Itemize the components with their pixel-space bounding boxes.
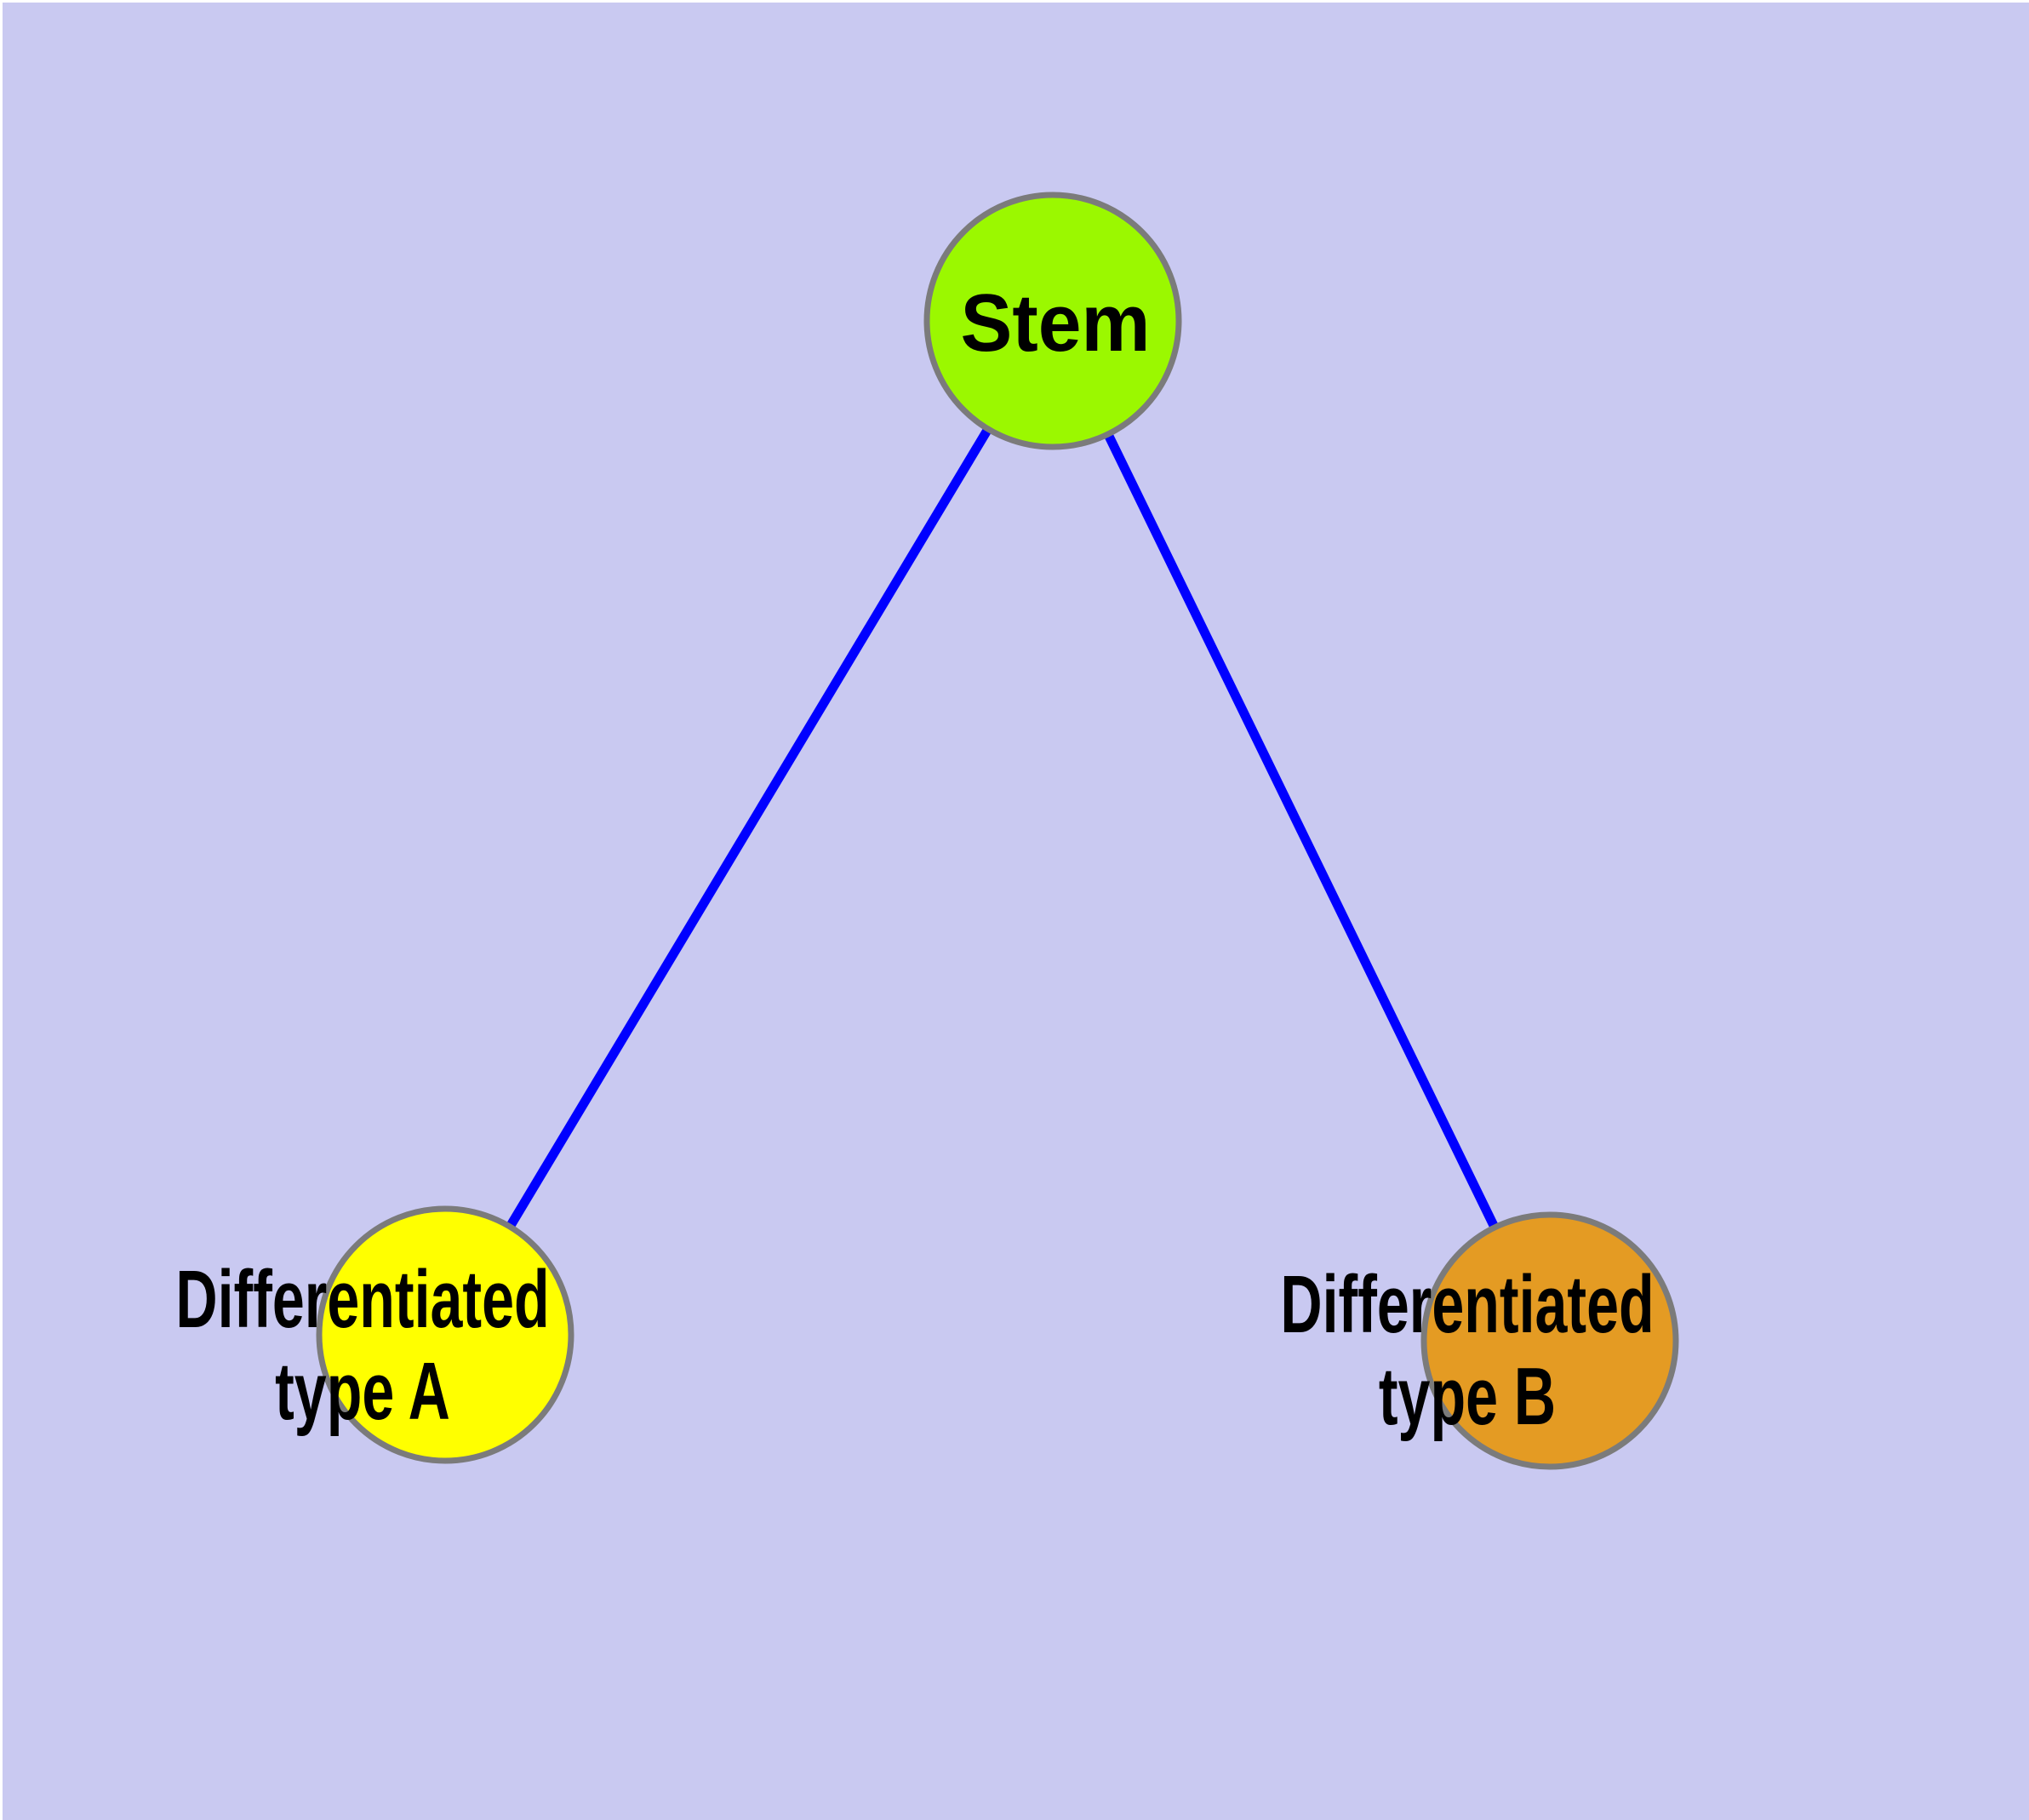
- graph-svg: [316, 192, 1679, 1470]
- edge-stem-to-differentiated-type-b: [1049, 318, 1554, 1343]
- node-circle-differentiated-type-b: [1420, 1211, 1679, 1470]
- node-circle-stem: [923, 192, 1182, 450]
- edge-stem-to-differentiated-type-a: [441, 318, 1057, 1337]
- node-circle-differentiated-type-a: [316, 1205, 574, 1464]
